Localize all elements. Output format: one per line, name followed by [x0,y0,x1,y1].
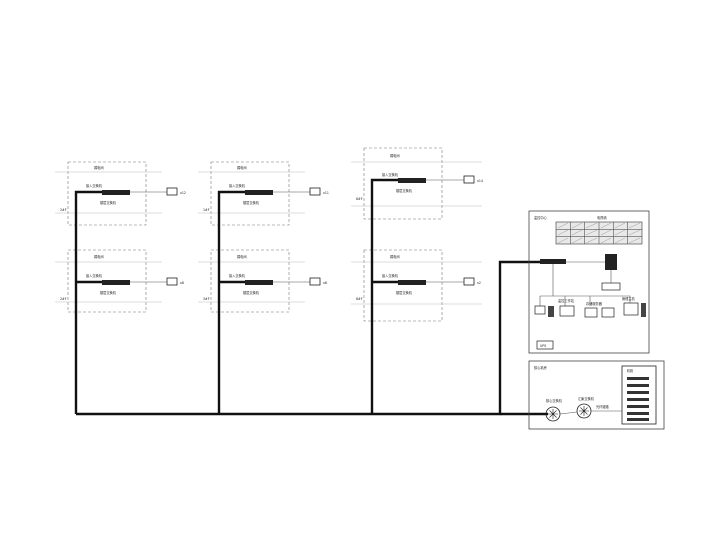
switch-icon [540,259,566,264]
riser-3 [370,178,398,414]
node-label: 汇聚交换机 [578,396,595,401]
camera-icon [309,187,321,196]
computer-icon [641,303,646,317]
workstation-label: 存储服务器 [586,301,603,306]
cabinet-frame [210,161,290,226]
switch-sublabel: 楼层交换机 [396,290,413,295]
camera-icon [166,277,178,286]
cabinet-title: 弱电间 [94,254,104,259]
floor-label: 1#F [203,208,210,212]
switch-sublabel: 楼层交换机 [243,200,260,205]
floor-label: 2#F [60,297,67,301]
floor-label: 2#F [60,208,67,212]
control-room: 监控中心 电视墙 [528,210,650,354]
node-label: 核心交换机 [546,398,563,403]
video-wall [555,221,643,245]
cabinet-top-1: 弱电间 接入交换机 楼层交换机 x12 2#F [55,161,186,226]
cabinet-title: 弱电间 [237,254,247,259]
switch-sublabel: 楼层交换机 [243,290,260,295]
cabinet-top-2: 弱电间 接入交换机 楼层交换机 x11 1#F [198,161,329,226]
floor-label: 8#F [356,197,363,201]
floor-label: 8#F [356,297,363,301]
device-tag: x8 [180,281,184,285]
cabinet-title: 弱电间 [390,254,400,259]
backbone-cabling [74,178,548,416]
riser-2 [217,190,245,414]
switch-icon [102,190,130,195]
monitor-icon [601,307,615,318]
keyboard-icon [601,282,621,291]
cabinet-title: 弱电间 [94,165,104,170]
workstation-label: 管理主机 [622,296,636,301]
cabinet-bottom-1: 弱电间 接入交换机 楼层交换机 x8 2#F [55,249,184,313]
main-trunk [76,260,540,416]
floor-label: 3#F [203,297,210,301]
ups-label: UPS [540,344,546,348]
switch-label: 接入交换机 [229,273,246,278]
camera-icon [309,277,321,286]
switch-icon [398,178,426,183]
switch-label: 接入交换机 [382,172,399,177]
cabinet-frame [363,249,443,322]
control-room-title: 监控中心 [534,215,548,220]
rack-label: 机柜 [627,368,634,373]
monitor-icon [534,305,546,315]
video-wall-label: 电视墙 [597,215,607,220]
device-tag: x2 [477,281,481,285]
switch-icon [398,280,426,285]
decoder-icon [605,254,617,270]
rack-units [627,377,649,421]
device-tag: x14 [477,179,483,183]
switch-sublabel: 楼层交换机 [396,188,413,193]
switch-sublabel: 楼层交换机 [100,290,117,295]
cabinet-bottom-2: 弱电间 接入交换机 楼层交换机 x8 3#F [198,249,327,313]
camera-icon [166,187,178,196]
switch-sublabel: 楼层交换机 [100,200,117,205]
switch-label: 接入交换机 [86,183,103,188]
camera-icon [463,175,475,184]
core-room-title: 核心机房 [534,365,547,370]
server-rack [621,365,657,425]
monitor-icon [584,307,598,318]
workstation-label: 监控工作站 [558,298,575,303]
device-tag: x12 [180,191,186,195]
cabinet-frame [67,161,147,226]
switch-icon [102,280,130,285]
monitor-icon [623,302,639,316]
switch-label: 接入交换机 [229,183,246,188]
cabinet-top-3: 弱电间 接入交换机 楼层交换机 x14 8#F [351,147,483,220]
workstation-group: 监控工作站 存储服务器 管理主机 [534,296,646,318]
cabinet-bottom-3: 弱电间 接入交换机 楼层交换机 x2 8#F [351,249,482,322]
cabinet-frame [363,147,443,220]
cabinet-title: 弱电间 [390,153,400,158]
riser-1 [74,190,102,414]
cabinet-title: 弱电间 [237,165,247,170]
control-room-frame [528,210,650,354]
switch-label: 接入交换机 [86,273,103,278]
device-tag: x11 [323,191,329,195]
switch-label: 接入交换机 [382,273,399,278]
monitor-icon [559,305,575,317]
camera-icon [463,277,475,286]
switch-icon [245,280,273,285]
computer-icon [548,306,554,317]
switch-icon [245,190,273,195]
ups-box [536,340,554,350]
core-room: 核心机房 核心交换机 汇聚交换机 光纤链路 机柜 [528,360,665,430]
core-room-frame [528,360,665,430]
device-tag: x8 [323,281,327,285]
link-label: 光纤链路 [596,404,610,409]
